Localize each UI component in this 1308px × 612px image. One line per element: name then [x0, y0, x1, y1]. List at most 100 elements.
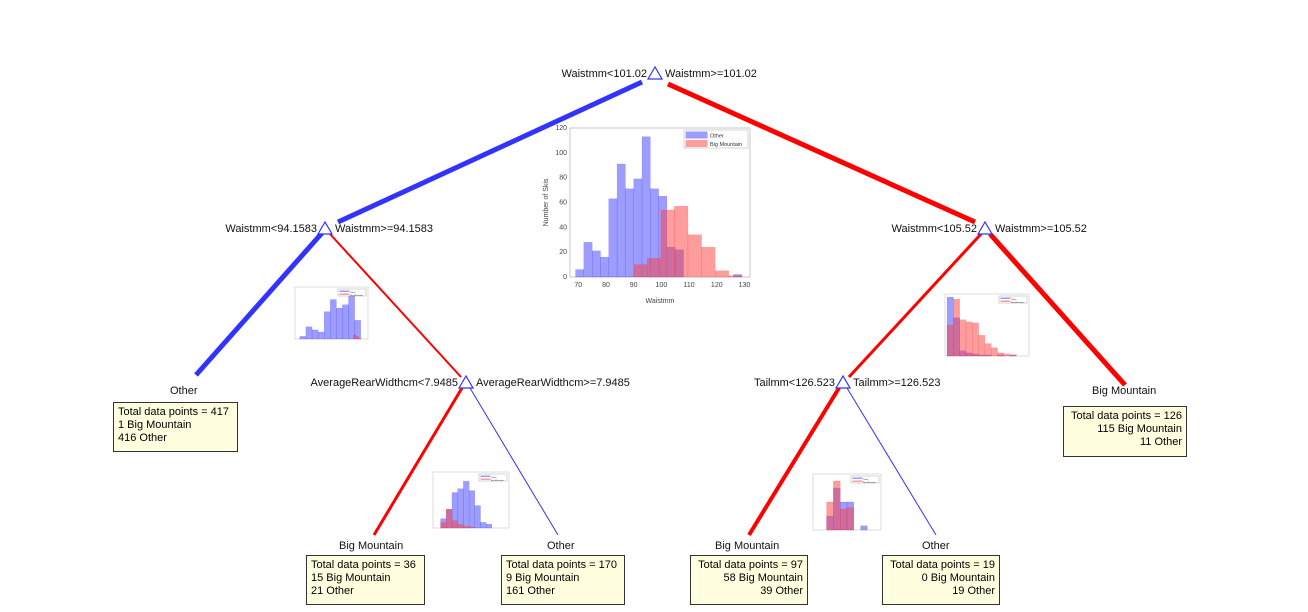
leaf-info-box: Total data points = 170 9 Big Mountain 1…: [501, 555, 625, 605]
histogram-bar: [348, 289, 355, 340]
legend-label: Other: [350, 291, 356, 294]
y-tick-label: 80: [559, 175, 567, 182]
leaf-class-label: Other: [922, 540, 950, 552]
legend-swatch: [852, 480, 863, 482]
x-tick-label: 70: [574, 282, 582, 289]
edge-rl-right: [846, 387, 937, 536]
leaf-count-big: 15 Big Mountain: [311, 572, 391, 584]
histogram-bar: [600, 256, 609, 278]
histogram-bar: [633, 264, 648, 278]
histogram-bar: [468, 490, 475, 529]
legend-label: Big Mountain: [863, 481, 877, 484]
edge-l-right: [329, 233, 462, 378]
leaf-count-big: 0 Big Mountain: [921, 572, 995, 584]
legend-label: Other: [1011, 298, 1017, 301]
histogram-bar: [674, 206, 689, 278]
histogram-bar: [299, 336, 307, 340]
leaf-total: Total data points = 36: [311, 559, 416, 571]
y-axis-label: Number of Skis: [543, 178, 550, 226]
histogram-bar: [687, 234, 702, 278]
leaf-total: Total data points = 19: [890, 559, 995, 571]
split-label-right: Tailmm>=126.523: [853, 377, 941, 389]
histogram-bar: [317, 331, 325, 340]
leaf-info-box: Total data points = 36 15 Big Mountain 2…: [306, 555, 425, 605]
histogram-bar: [997, 352, 1004, 357]
legend-label: Other: [863, 478, 869, 481]
histogram-bar: [440, 522, 447, 529]
legend-label: Big Mountain: [350, 294, 364, 297]
split-label-right: Waistmm>=101.02: [665, 68, 757, 80]
leaf-total: Total data points = 126: [1071, 410, 1182, 422]
edge-lr-left: [372, 387, 464, 536]
histogram-bar: [463, 525, 470, 529]
legend-swatch: [480, 475, 491, 477]
legend-label: Big Mountain: [491, 479, 505, 482]
edge-l-left: [194, 231, 324, 377]
legend-box: [337, 288, 367, 297]
legend-box: [850, 475, 880, 484]
node-triangle-icon[interactable]: [646, 65, 664, 80]
node-triangle-icon[interactable]: [316, 220, 334, 235]
split-label-right: AverageRearWidthcm>=7.9485: [476, 377, 630, 389]
legend-swatch: [339, 293, 350, 295]
leaf-count-big: 1 Big Mountain: [118, 419, 192, 431]
leaf-info-box: Total data points = 126 115 Big Mountain…: [1063, 406, 1187, 457]
leaf-count-big: 58 Big Mountain: [723, 572, 804, 584]
histogram-bar: [647, 258, 661, 278]
edge-rl-left: [747, 386, 841, 537]
edge-r-left: [847, 232, 983, 379]
x-tick-label: 80: [602, 282, 610, 289]
histogram-bar: [965, 321, 973, 357]
histogram-bar: [468, 526, 475, 529]
split-label-left: Waistmm<94.1583: [225, 223, 317, 235]
leaf-count-other: 19 Other: [952, 585, 995, 597]
histogram-bar: [633, 178, 643, 278]
histogram-bar: [701, 247, 716, 278]
leaf-class-label: Other: [547, 540, 575, 552]
histogram-bar: [324, 311, 331, 340]
histogram-bar: [959, 319, 967, 357]
leaf-info-box: Total data points = 19 0 Big Mountain 19…: [882, 555, 1000, 605]
histogram-bar: [972, 322, 979, 357]
node-triangle-icon[interactable]: [834, 374, 852, 389]
leaf-info-box: Total data points = 97 58 Big Mountain 3…: [690, 555, 808, 605]
leaf-count-big: 115 Big Mountain: [1097, 423, 1182, 435]
histogram-bar: [714, 270, 729, 278]
legend-box: [478, 473, 508, 482]
y-tick-label: 100: [555, 150, 567, 157]
histogram-bar: [826, 501, 834, 531]
histogram-bar: [641, 136, 651, 278]
legend-swatch: [685, 131, 708, 139]
split-label-left: Tailmm<126.523: [753, 377, 835, 389]
histogram-bar: [463, 481, 470, 529]
leaf-class-label: Other: [170, 385, 198, 397]
histogram-bar: [336, 308, 343, 340]
y-tick-label: 20: [559, 249, 567, 256]
histogram-bar: [353, 334, 356, 340]
split-label-right: Waistmm>=105.52: [995, 223, 1087, 235]
legend-swatch: [685, 140, 708, 147]
x-tick-label: 120: [711, 282, 723, 289]
leaf-count-other: 416 Other: [118, 432, 167, 444]
histogram-bar: [953, 299, 960, 357]
histogram-bar: [616, 163, 626, 278]
split-label-left: AverageRearWidthcm<7.9485: [310, 377, 458, 389]
node-triangle-icon[interactable]: [457, 374, 475, 389]
split-label-right: Waistmm>=94.1583: [335, 223, 434, 235]
x-tick-label: 90: [630, 282, 638, 289]
histogram-bar: [833, 480, 841, 531]
node-triangle-icon[interactable]: [976, 220, 994, 235]
y-tick-label: 120: [555, 125, 567, 132]
histogram-bar: [305, 326, 313, 340]
split-label-left: Waistmm<105.52: [891, 223, 978, 235]
histogram-bar: [451, 520, 458, 529]
histogram-bar: [583, 242, 593, 278]
edge-root-right: [666, 81, 977, 225]
x-tick-label: 130: [739, 282, 751, 289]
split-label-left: Waistmm<101.02: [561, 68, 648, 80]
histogram-bar: [846, 507, 854, 531]
